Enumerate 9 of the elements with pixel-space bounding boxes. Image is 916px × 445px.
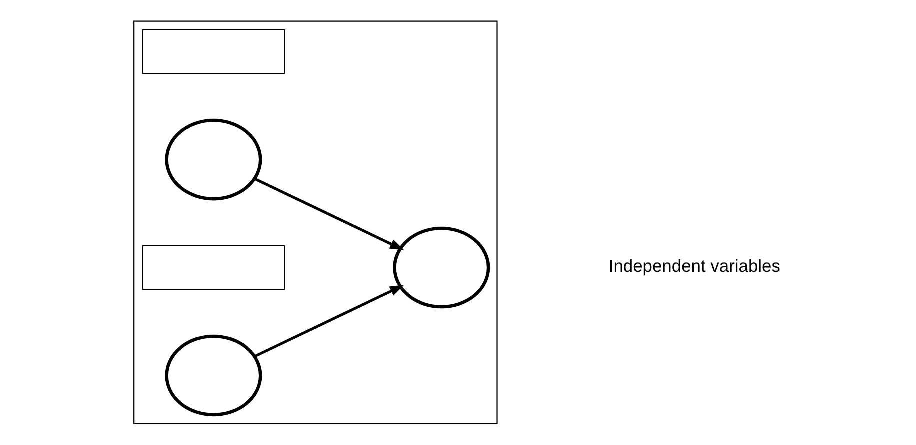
label: Independent variables	[608, 256, 780, 276]
cluster	[134, 20, 498, 424]
node-box	[142, 245, 286, 290]
arrow	[254, 285, 404, 358]
node-circle	[393, 226, 490, 309]
node-circle	[165, 118, 262, 201]
arrow	[254, 178, 404, 250]
node-box	[142, 29, 286, 74]
node-circle	[165, 334, 262, 417]
